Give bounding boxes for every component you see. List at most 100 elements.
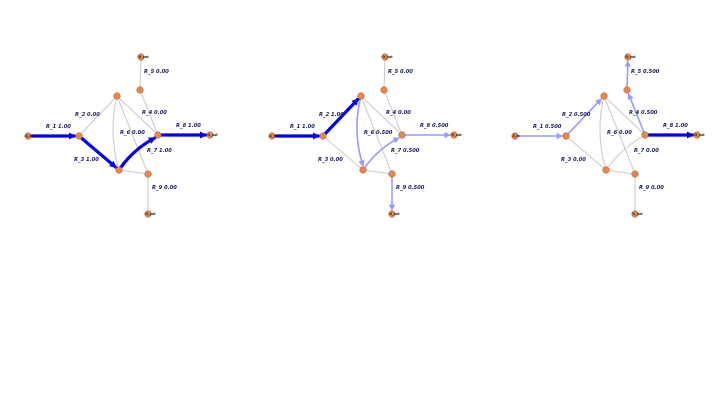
edge-label-r_1: R_1 1.00 <box>46 124 71 130</box>
edge-r_3 <box>77 134 118 169</box>
node-label-a: A_in <box>25 134 33 138</box>
edge-r_4 <box>383 89 403 136</box>
edge-label-r_5: R_5 0.00 <box>388 69 413 75</box>
node-tt <box>381 53 389 61</box>
edge-r_7 <box>362 137 400 171</box>
connector-B-BR <box>362 169 393 175</box>
connector-T-BR <box>360 95 393 175</box>
edge-label-r_9: R_9 0.00 <box>639 185 664 191</box>
edge-label-r_7: R_7 0.00 <box>634 148 659 154</box>
node-a <box>24 132 32 140</box>
panel-1: R_1 1.00 R_2 0.00R_3 1.00 R_4 0.00 R_5 0.00… <box>24 53 218 218</box>
edge-r_6 <box>112 95 120 171</box>
node-label-r: O_out <box>694 133 705 137</box>
connector-T-M <box>116 95 159 136</box>
node-label-bb: O_out <box>145 212 156 216</box>
node-label-bb: O_out <box>632 212 643 216</box>
node-br <box>631 170 639 178</box>
edge-label-r_3: R_3 0.00 <box>561 157 586 163</box>
edge-label-r_3: R_3 1.00 <box>74 157 99 163</box>
node-tr <box>136 86 144 94</box>
node-bb <box>631 210 639 218</box>
edge-r_2 <box>565 98 602 137</box>
edge-r_3 <box>322 135 364 171</box>
edge-label-r_5: R_5 0.00 <box>144 69 169 75</box>
edge-label-r_8: R_8 1.00 <box>663 123 688 129</box>
node-label-tt: O_out <box>138 55 149 59</box>
edge-label-r_7: R_7 1.00 <box>147 148 172 154</box>
edge-label-r_2: R_2 0.00 <box>75 112 100 118</box>
node-label-a: A_in <box>512 134 520 138</box>
node-t <box>600 92 608 100</box>
edge-label-r_2: R_2 1.00 <box>319 112 344 118</box>
edge-label-r_2: R_2 0.500 <box>562 112 591 118</box>
node-br <box>388 170 396 178</box>
connector-T-BR <box>603 95 636 175</box>
node-tt <box>624 53 632 61</box>
edge-r_7 <box>117 136 157 172</box>
node-bb <box>144 210 152 218</box>
edge-r_2 <box>78 95 118 137</box>
edge-r_5 <box>139 56 142 91</box>
node-l <box>562 132 570 140</box>
connector-B-BR <box>605 169 636 175</box>
node-tr <box>623 86 631 94</box>
edge-label-r_5: R_5 0.500 <box>631 69 660 75</box>
node-r <box>450 131 458 139</box>
node-label-r: O_out <box>451 133 462 137</box>
node-m <box>398 131 406 139</box>
node-label-bb: O_out <box>389 212 400 216</box>
node-m <box>641 131 649 139</box>
edge-label-r_9: R_9 0.500 <box>396 185 425 191</box>
node-l <box>319 132 327 140</box>
node-b <box>359 166 367 174</box>
edge-label-r_7: R_7 0.500 <box>391 148 420 154</box>
edge-r_2 <box>321 97 360 138</box>
edge-label-r_4: R_4 0.00 <box>386 110 411 116</box>
node-tr <box>380 86 388 94</box>
node-r <box>693 131 701 139</box>
edge-label-r_9: R_9 0.00 <box>152 185 177 191</box>
node-br <box>144 170 152 178</box>
edge-label-r_8: R_8 0.500 <box>420 123 449 129</box>
edge-label-r_6: R_6 0.00 <box>120 130 145 136</box>
connector-B-BR <box>118 169 149 175</box>
node-l <box>75 132 83 140</box>
node-r <box>206 131 214 139</box>
node-m <box>154 131 162 139</box>
node-label-tt: O_out <box>625 55 636 59</box>
node-b <box>115 166 123 174</box>
node-a <box>511 132 519 140</box>
connector-T-M <box>360 95 403 136</box>
node-t <box>357 92 365 100</box>
node-bb <box>388 210 396 218</box>
edge-label-r_4: R_4 0.00 <box>142 110 167 116</box>
edge-r_4 <box>627 92 646 136</box>
edge-r_3 <box>565 135 607 171</box>
edge-r_6 <box>599 95 607 171</box>
edge-label-r_6: R_6 0.500 <box>364 130 393 136</box>
edge-label-r_4: R_4 0.500 <box>629 110 658 116</box>
edge-label-r_1: R_1 0.500 <box>533 124 562 130</box>
edge-label-r_6: R_6 0.00 <box>607 130 632 136</box>
connector-T-BR <box>116 95 149 175</box>
node-t <box>113 92 121 100</box>
connector-T-M <box>603 95 646 136</box>
edge-r_4 <box>139 89 159 136</box>
node-label-a: A_in <box>269 134 277 138</box>
edge-r_6 <box>356 95 365 167</box>
node-tt <box>137 53 145 61</box>
node-label-tt: O_out <box>382 55 393 59</box>
edge-r_5 <box>624 60 631 91</box>
node-b <box>602 166 610 174</box>
node-a <box>268 132 276 140</box>
node-label-r: O_out <box>207 133 218 137</box>
panel-2: R_1 1.00 R_2 1.00R_3 0.00 R_4 0.00 R_5 0.00… <box>268 53 462 218</box>
edge-r_5 <box>383 56 386 91</box>
edge-label-r_1: R_1 1.00 <box>290 124 315 130</box>
edge-label-r_3: R_3 0.00 <box>318 157 343 163</box>
edge-r_7 <box>605 134 646 171</box>
edge-label-r_8: R_8 1.00 <box>176 123 201 129</box>
